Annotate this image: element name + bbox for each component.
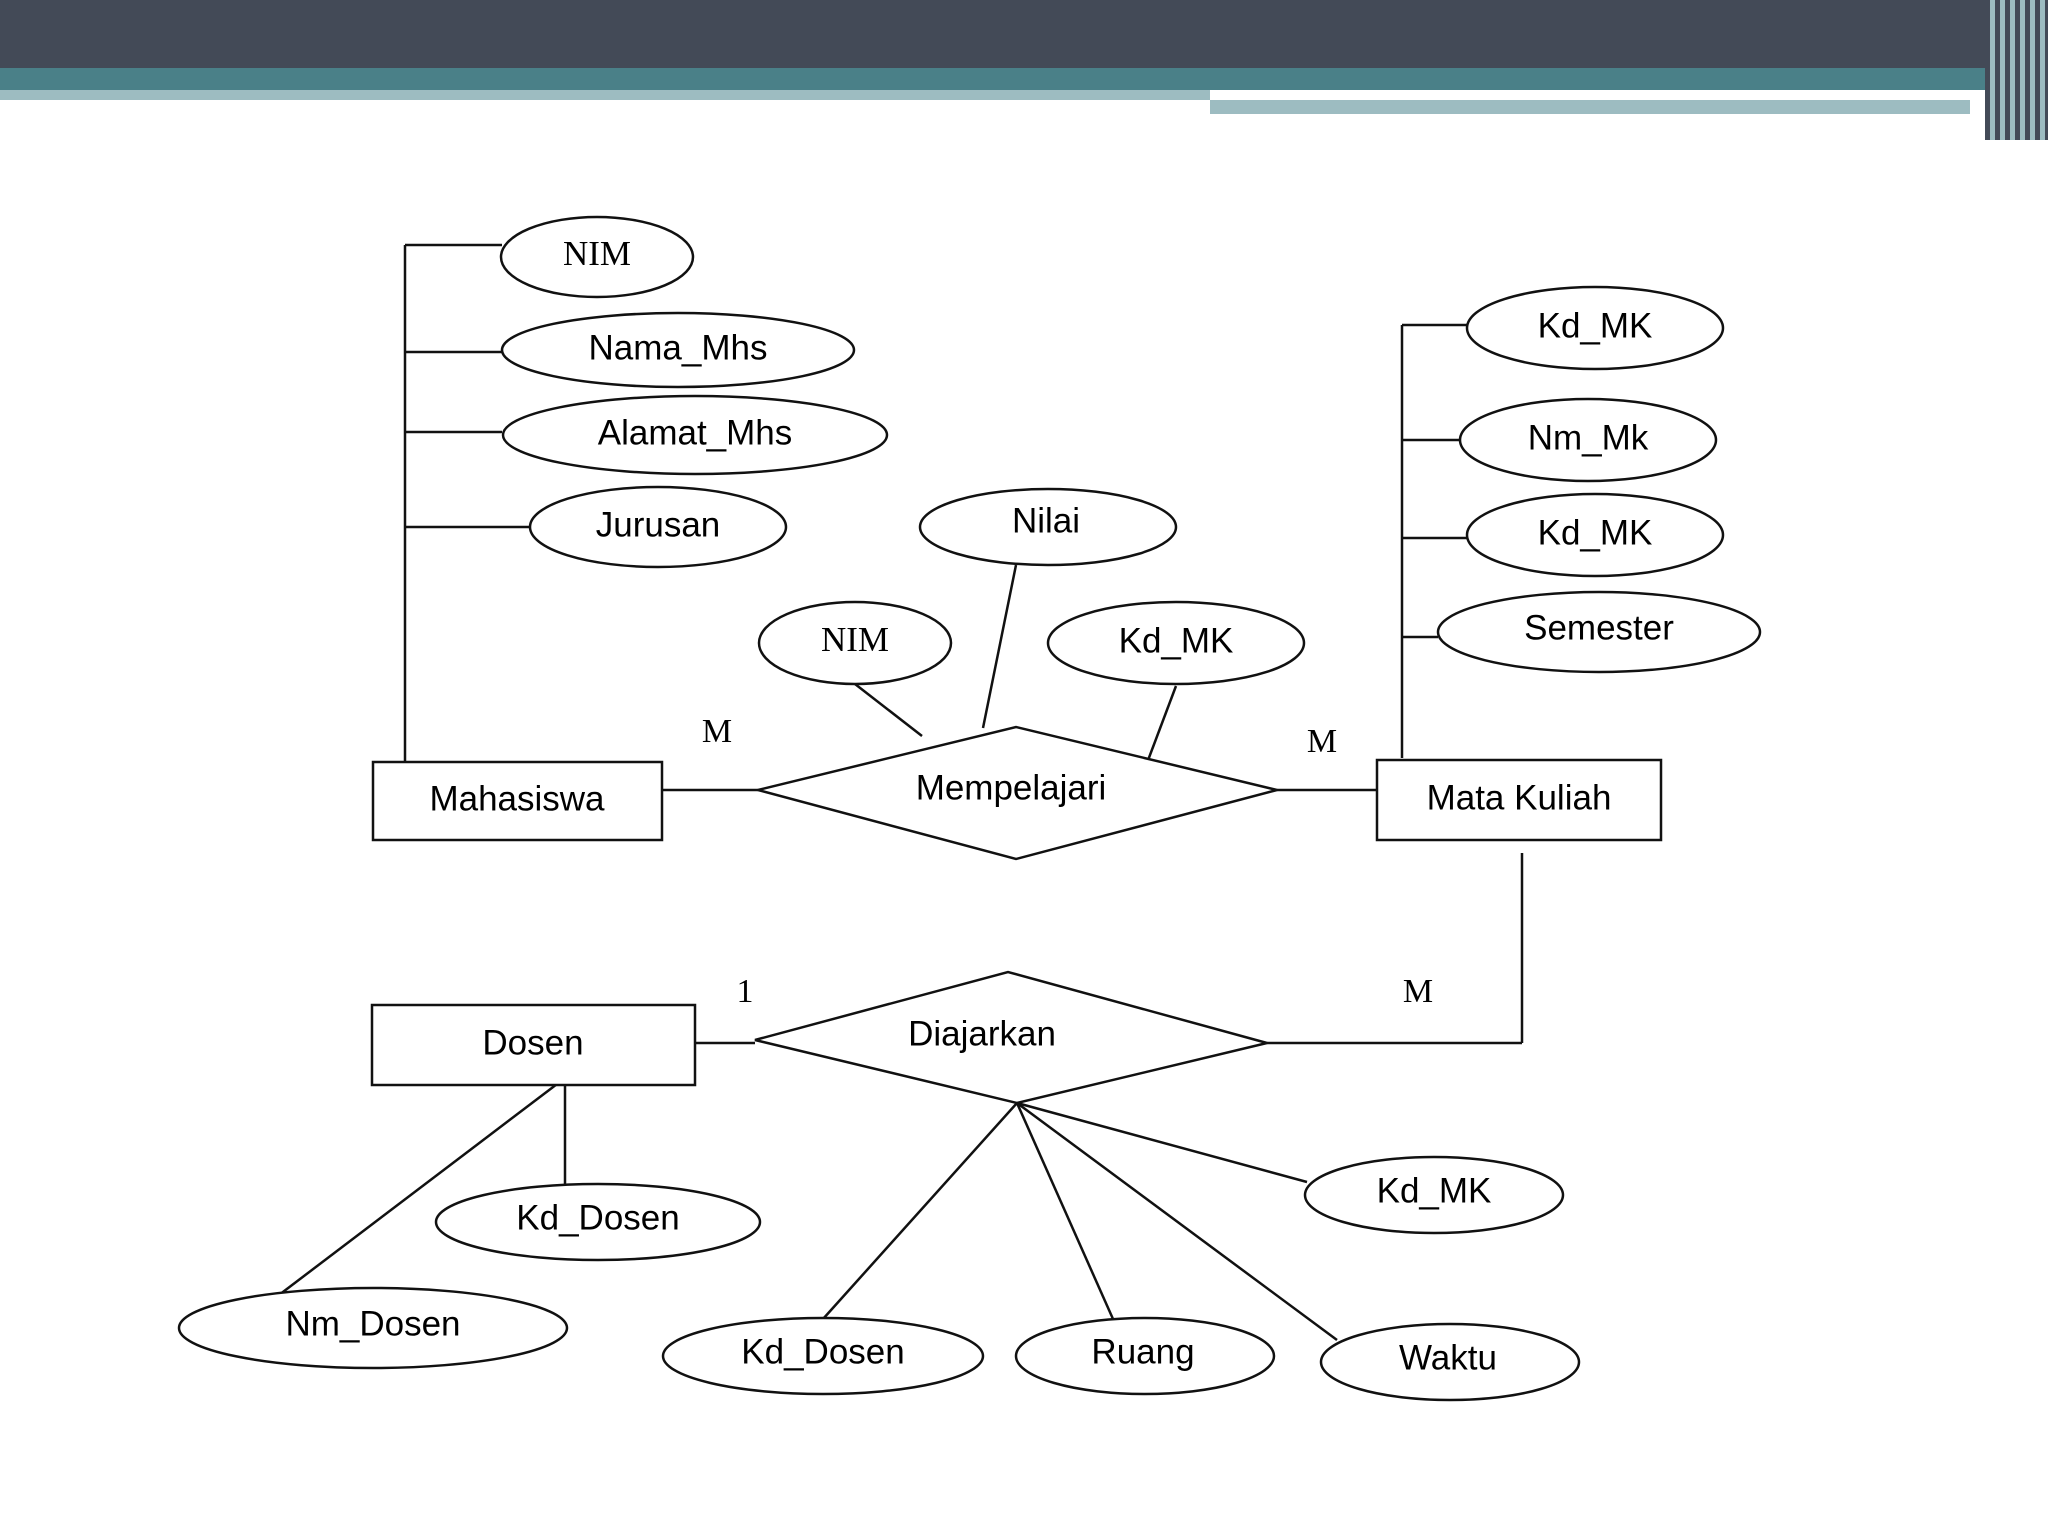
attribute-nm-mk: Nm_Mk — [1458, 397, 1718, 483]
attribute-nilai: Nilai — [918, 487, 1178, 567]
attribute-label: Kd_MK — [1377, 1171, 1492, 1210]
attribute-jurusan: Jurusan — [528, 485, 788, 569]
attribute-kd-mk-diajarkan: Kd_MK — [1303, 1155, 1565, 1235]
attribute-label: Kd_MK — [1538, 513, 1653, 552]
relationship-mempelajari: Mempelajari — [757, 725, 1278, 861]
header-right-strip — [1210, 100, 1970, 114]
attribute-kd-mk-1: Kd_MK — [1465, 285, 1725, 371]
attribute-label: Nm_Dosen — [285, 1304, 460, 1343]
attribute-label: Waktu — [1399, 1338, 1497, 1377]
attribute-label: Nama_Mhs — [589, 328, 768, 367]
attribute-label: Nm_Mk — [1528, 418, 1649, 457]
header-teal-band — [0, 68, 2048, 90]
attribute-label: Alamat_Mhs — [598, 413, 793, 452]
connector-lines — [274, 243, 1524, 1342]
attribute-nim-mempelajari: NIM — [757, 600, 953, 686]
attribute-label: NIM — [821, 620, 889, 659]
attribute-ruang: Ruang — [1014, 1316, 1276, 1396]
header-light-band — [0, 90, 1210, 100]
attribute-label: Nilai — [1012, 501, 1080, 540]
attribute-label: Kd_Dosen — [516, 1198, 679, 1237]
attribute-waktu: Waktu — [1319, 1322, 1581, 1402]
attribute-label: Kd_Dosen — [741, 1332, 904, 1371]
attribute-label: Jurusan — [596, 505, 721, 544]
cardinality-mempelajari-right: M — [1307, 723, 1337, 760]
relationship-diajarkan-label: Diajarkan — [908, 1014, 1056, 1053]
attribute-kd-dosen-diajarkan: Kd_Dosen — [661, 1316, 985, 1396]
cardinality-diajarkan-left: 1 — [737, 973, 754, 1010]
attribute-alamat-mhs: Alamat_Mhs — [501, 394, 889, 476]
attribute-label: Semester — [1524, 608, 1674, 647]
attribute-kd-mk-mempelajari: Kd_MK — [1046, 600, 1306, 686]
attribute-label: Kd_MK — [1119, 621, 1234, 660]
attribute-nama-mhs: Nama_Mhs — [500, 311, 856, 389]
entity-mata-kuliah: Mata Kuliah — [1375, 758, 1663, 842]
entity-dosen: Dosen — [370, 1003, 697, 1087]
cardinality-diajarkan-right: M — [1403, 973, 1433, 1010]
attribute-label: NIM — [563, 234, 631, 273]
entity-mahasiswa-label: Mahasiswa — [429, 779, 605, 818]
attribute-nim-mahasiswa: NIM — [499, 215, 695, 299]
attribute-kd-mk-2: Kd_MK — [1465, 492, 1725, 578]
attribute-label: Kd_MK — [1538, 306, 1653, 345]
entity-mahasiswa: Mahasiswa — [371, 760, 664, 842]
entity-dosen-label: Dosen — [482, 1023, 583, 1062]
cardinality-mempelajari-left: M — [702, 713, 732, 750]
attribute-semester: Semester — [1436, 590, 1762, 674]
attribute-label: Ruang — [1091, 1332, 1194, 1371]
relationship-diajarkan: Diajarkan — [754, 970, 1268, 1105]
header-right-edge — [1985, 0, 2048, 140]
attribute-kd-dosen: Kd_Dosen — [434, 1182, 762, 1262]
relationship-mempelajari-label: Mempelajari — [916, 768, 1107, 807]
attribute-nm-dosen: Nm_Dosen — [177, 1286, 569, 1370]
header-bar — [0, 0, 2048, 68]
entity-mata-kuliah-label: Mata Kuliah — [1427, 778, 1612, 817]
